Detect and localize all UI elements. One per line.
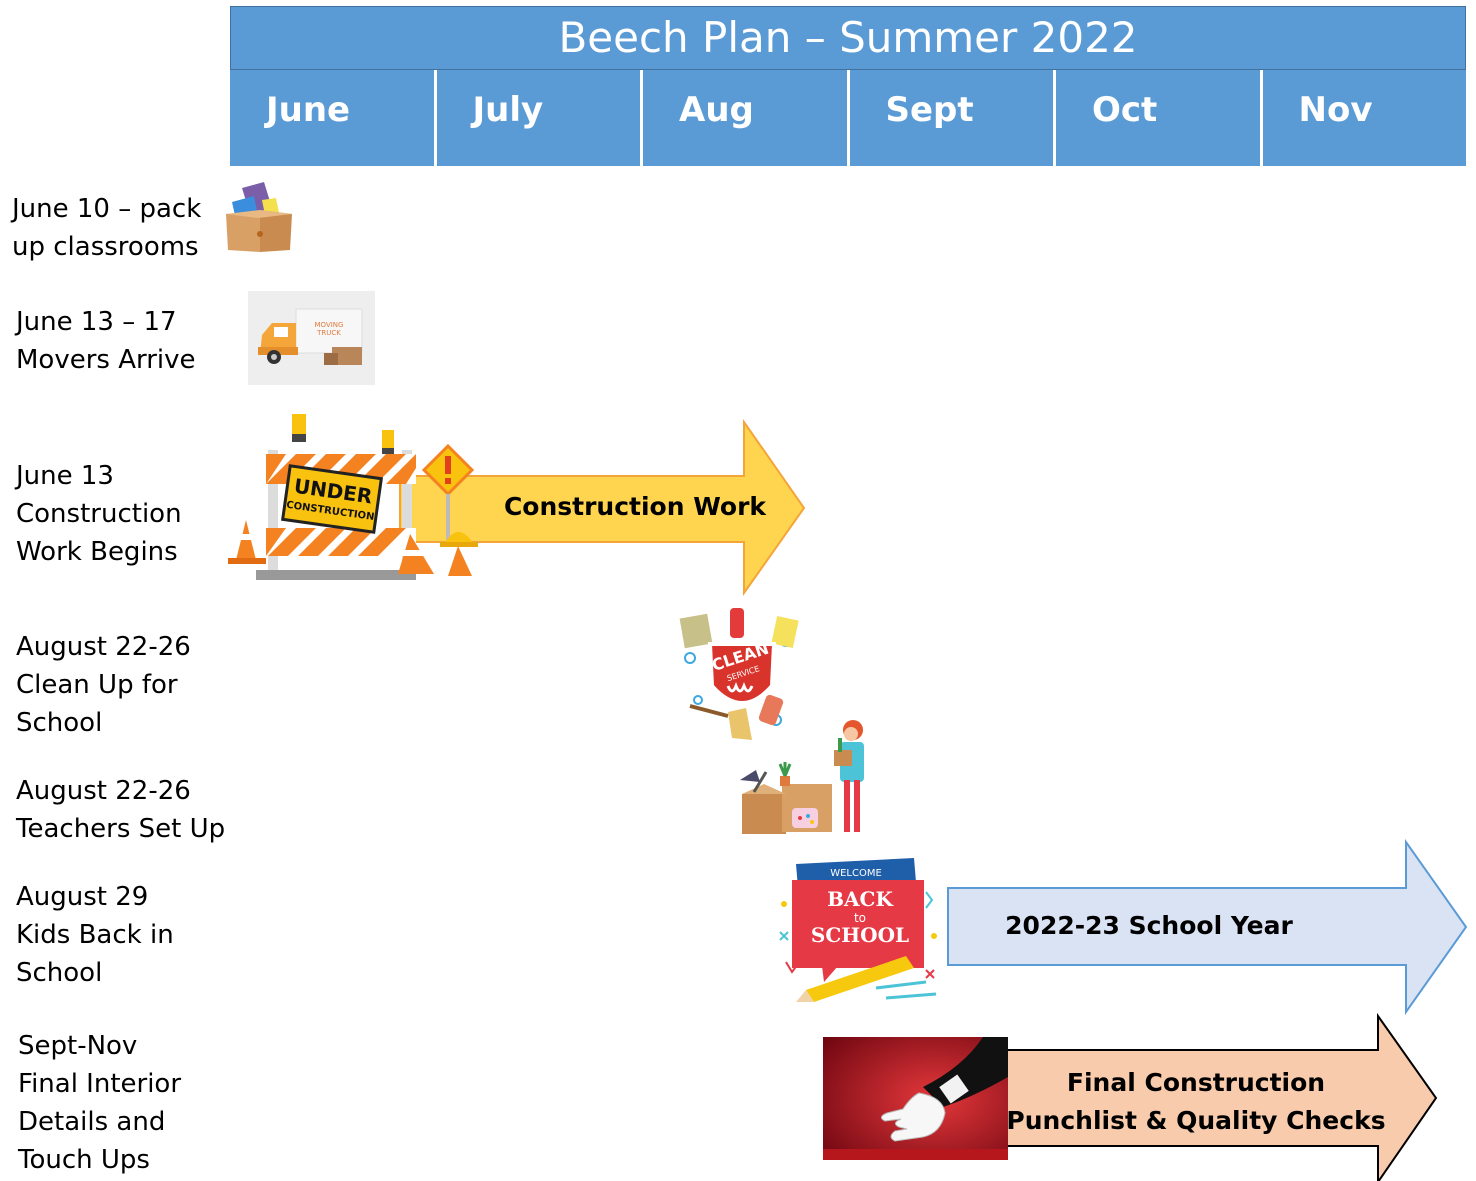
back-to-school-icon: WELCOME BACK to SCHOOL bbox=[779, 858, 937, 1002]
school-year-label: 2022-23 School Year bbox=[1005, 911, 1293, 940]
punchlist-arrow bbox=[1005, 1012, 1438, 1181]
moving-truck-icon: MOVING TRUCK bbox=[248, 291, 375, 385]
truck-text-truck: TRUCK bbox=[316, 329, 341, 337]
to-text: to bbox=[854, 911, 866, 925]
welcome-text: WELCOME bbox=[830, 868, 882, 879]
white-glove-icon bbox=[823, 1037, 1008, 1160]
month-june: June bbox=[230, 70, 437, 166]
plan-header: Beech Plan – Summer 2022 June July Aug S… bbox=[230, 6, 1466, 166]
punchlist-label-line2: Punchlist & Quality Checks bbox=[1006, 1106, 1386, 1135]
month-oct: Oct bbox=[1056, 70, 1263, 166]
school-year-arrow bbox=[947, 838, 1468, 1016]
construction-work-label: Construction Work bbox=[503, 492, 767, 521]
truck-text-moving: MOVING bbox=[315, 321, 344, 329]
clean-service-icon: CLEAN SERVICE bbox=[679, 608, 799, 740]
event-kids-back: August 29 Kids Back in School bbox=[16, 882, 174, 988]
event-clean-up: August 22-26 Clean Up for School bbox=[16, 632, 191, 738]
packing-box-icon bbox=[226, 182, 292, 252]
punchlist-label: Final Construction Punchlist & Quality C… bbox=[1006, 1064, 1386, 1140]
under-construction-icon: UNDER CONSTRUCTION bbox=[228, 414, 478, 580]
event-movers: June 13 – 17 Movers Arrive bbox=[16, 307, 196, 375]
plan-title: Beech Plan – Summer 2022 bbox=[230, 6, 1466, 70]
month-aug: Aug bbox=[643, 70, 850, 166]
month-sept: Sept bbox=[849, 70, 1056, 166]
punchlist-label-line1: Final Construction bbox=[1066, 1068, 1326, 1097]
month-nov: Nov bbox=[1262, 70, 1466, 166]
month-row: June July Aug Sept Oct Nov bbox=[230, 70, 1466, 166]
school-text: SCHOOL bbox=[811, 923, 909, 947]
back-text: BACK bbox=[827, 887, 893, 911]
event-final-details: Sept-Nov Final Interior Details and Touc… bbox=[18, 1031, 182, 1175]
event-construction-begins: June 13 Construction Work Begins bbox=[16, 461, 182, 567]
month-july: July bbox=[436, 70, 643, 166]
event-teachers-set-up: August 22-26 Teachers Set Up bbox=[16, 776, 226, 844]
event-pack-up: June 10 – pack up classrooms bbox=[12, 194, 202, 262]
teacher-setup-icon bbox=[740, 720, 864, 834]
